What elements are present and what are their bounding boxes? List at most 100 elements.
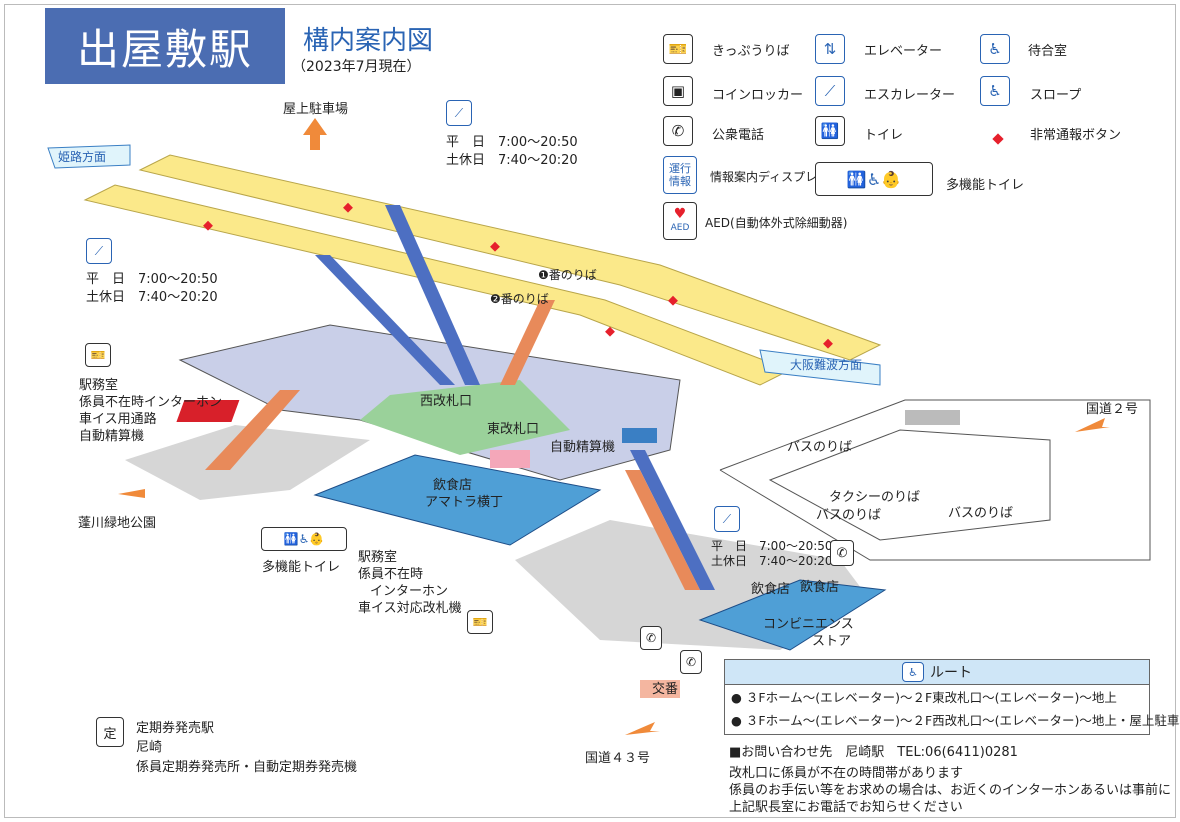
label-park: 蓬川緑地公園: [78, 516, 157, 531]
label-multi-toilet: 多機能トイレ: [262, 560, 341, 575]
crosswalk: [905, 410, 960, 425]
route-line-1: ● ３Fホーム～(エレベーター)～２F東改札口～(エレベーター)～地上: [731, 690, 1117, 705]
gate-area: [360, 380, 570, 455]
label-koban: 交番: [652, 682, 679, 697]
teiki-line-1: 定期券発売駅: [136, 721, 215, 736]
legend-escalator: エスカレーター: [864, 88, 956, 103]
elevator-icon: ⇅: [815, 34, 845, 64]
contact-info: ■お問い合わせ先 尼崎駅 TEL:06(6411)0281: [729, 745, 1018, 760]
locker-icon: ▣: [663, 76, 693, 106]
label-taxi: タクシーのりば: [829, 490, 921, 505]
office-west: [176, 400, 240, 422]
label-conveni-1: コンビニエンス: [763, 617, 854, 632]
label-east-office-3: インターホン: [370, 584, 449, 599]
label-dir-west: 姫路方面: [58, 150, 107, 164]
label-west-office-3: 車イス用通路: [79, 412, 157, 427]
label-escalator-a-holiday: 土休日 7:40～20:20: [446, 153, 578, 168]
teiki-line-2: 尼崎: [136, 740, 163, 755]
ticket-icon: 🎫: [467, 610, 493, 634]
route2-arrow: [1075, 418, 1110, 432]
label-west-office-2: 係員不在時インターホン: [79, 395, 223, 410]
stairs-east: [625, 470, 700, 590]
note-line-1: 改札口に係員が不在の時間帯があります: [729, 766, 964, 781]
ticket-icon: 🎫: [85, 343, 111, 367]
label-conveni-2: ストア: [812, 634, 852, 649]
route-line-2: ● ３Fホーム～(エレベーター)～２F西改札口～(エレベーター)～地上・屋上駐車…: [731, 713, 1180, 728]
label-escalator-c-weekday: 平 日 7:00～20:50: [711, 539, 833, 553]
stairs-west: [205, 390, 300, 470]
legend-slope: スロープ: [1030, 88, 1082, 103]
label-escalator-a-weekday: 平 日 7:00～20:50: [446, 135, 578, 150]
label-shop-a: 飲食店: [751, 582, 791, 597]
map-title: 構内案内図: [303, 26, 434, 56]
multi-toilet-icon: 🚻♿👶: [815, 162, 933, 196]
phone-icon: ✆: [663, 116, 693, 146]
label-east-office-2: 係員不在時: [358, 567, 424, 582]
label-platform-2: ❷番のりば: [490, 292, 549, 306]
teiki-line-3: 係員定期券発売所・自動定期券発売機: [136, 760, 358, 775]
legend-ticket: きっぷうりば: [712, 44, 790, 59]
convenience-block: [698, 579, 887, 651]
bus-terminal: [768, 429, 1051, 541]
date-note: （2023年7月現在）: [292, 59, 421, 75]
label-shop-b: 飲食店: [800, 580, 840, 595]
label-escalator-b-holiday: 土休日 7:40～20:20: [86, 290, 218, 305]
legend-multi-toilet: 多機能トイレ: [946, 178, 1025, 193]
label-escalator-c-holiday: 土休日 7:40～20:20: [711, 554, 833, 568]
multi-toilet-icon: 🚻♿👶: [261, 527, 347, 551]
dir-east-arrow: [759, 349, 881, 386]
route-heading: ♿ ルート: [725, 660, 1149, 685]
legend-phone: 公衆電話: [712, 128, 765, 143]
label-route43: 国道４３号: [585, 751, 651, 766]
route-box: ♿ ルート ● ３Fホーム～(エレベーター)～２F東改札口～(エレベーター)～地…: [724, 659, 1180, 735]
escalator-icon: ⟋: [815, 76, 845, 106]
roof-arrow: [303, 118, 327, 150]
legend-emergency: 非常通報ボタン: [1030, 128, 1122, 143]
waiting-room-icon: ♿: [980, 34, 1010, 64]
escalator-icon: ⟋: [86, 238, 112, 264]
label-east-gate: 東改札口: [487, 422, 540, 437]
label-parking-roof: 屋上駐車場: [283, 102, 349, 117]
label-restaurant-1: 飲食店: [433, 478, 473, 493]
label-dir-east: 大阪難波方面: [790, 358, 863, 372]
label-west-office-1: 駅務室: [79, 378, 119, 393]
escalator-1: [315, 255, 455, 385]
slope-icon: ♿: [980, 76, 1010, 106]
auto-fare-machine: [622, 428, 657, 443]
label-restaurant-2: アマトラ横丁: [425, 495, 504, 510]
platform-1: [138, 154, 882, 361]
label-bus-3: バスのりば: [948, 506, 1014, 521]
phone-icon: ✆: [830, 540, 854, 566]
legend-info-display: 情報案内ディスプレイ: [710, 170, 830, 184]
legend-elevator: エレベーター: [864, 44, 943, 59]
commuter-pass-icon: 定: [96, 717, 124, 747]
route43-arrow: [625, 722, 660, 735]
dir-west-arrow: [47, 144, 131, 169]
label-west-office-4: 自動精算機: [79, 429, 145, 444]
note-line-3: 上記駅長室にお電話でお知らせください: [729, 800, 963, 815]
escalator-2: [385, 205, 480, 385]
aed-icon: ♥AED: [663, 202, 697, 240]
label-escalator-b-weekday: 平 日 7:00～20:50: [86, 272, 218, 287]
ticket-icon: 🎫: [663, 34, 693, 64]
toilet-icon: 🚻: [815, 116, 845, 146]
phone-icon: ✆: [640, 626, 662, 650]
park-arrow: [118, 489, 145, 498]
label-bus-2: バスのりば: [816, 508, 882, 523]
legend-toilet: トイレ: [864, 128, 904, 143]
label-west-gate: 西改札口: [420, 394, 473, 409]
office-east: [490, 450, 530, 468]
station-name: 出屋敷駅: [45, 8, 285, 84]
label-bus-1: バスのりば: [787, 440, 853, 455]
label-east-office-4: 車イス対応改札機: [358, 601, 462, 616]
label-route2: 国道２号: [1086, 402, 1139, 417]
escalator-icon: ⟋: [714, 506, 740, 532]
ground-west: [125, 425, 370, 500]
legend-waiting-room: 待合室: [1028, 44, 1068, 59]
info-display-icon: 運行情報: [663, 156, 697, 194]
label-east-office-1: 駅務室: [358, 550, 398, 565]
koban-block: [640, 680, 680, 698]
map-frame: [4, 4, 1176, 818]
escalator-3: [630, 450, 715, 590]
